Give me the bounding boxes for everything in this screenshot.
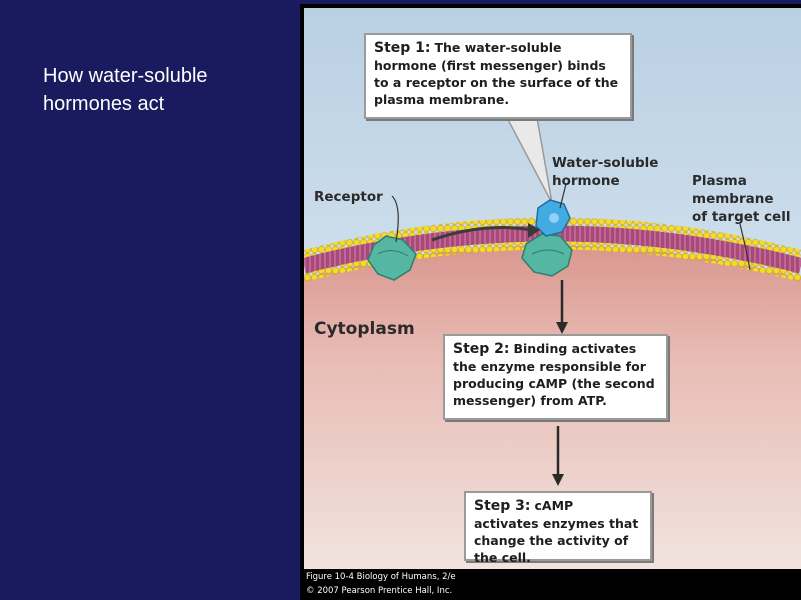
cytoplasm-label-text: Cytoplasm <box>314 319 415 339</box>
step2-label: Step 2: <box>453 341 510 357</box>
figure-caption: Figure 10-4 Biology of Humans, 2/e © 200… <box>306 570 456 598</box>
slide-title-line2: hormones act <box>43 93 165 115</box>
slide-title-line1: How water-soluble <box>43 65 208 87</box>
figure-panel: Step 1: The water-soluble hormone (first… <box>300 4 801 600</box>
caption-line2: © 2007 Pearson Prentice Hall, Inc. <box>306 586 453 596</box>
receptor-label: Receptor <box>314 188 383 206</box>
step3-text: cAMP activates enzymes that change the a… <box>474 498 639 565</box>
slide-title: How water-soluble hormones act <box>43 62 283 118</box>
hormone-label: Water-soluble hormone <box>552 154 658 190</box>
hormone-label-line2: hormone <box>552 173 620 189</box>
hormone-label-line1: Water-soluble <box>552 155 659 171</box>
membrane-leader <box>739 223 751 271</box>
step3-box: Step 3: cAMP activates enzymes that chan… <box>464 491 652 565</box>
membrane-label-line1: Plasma <box>692 173 747 189</box>
step2-text: Binding activates the enzyme responsible… <box>453 341 655 408</box>
cytoplasm-label: Cytoplasm <box>314 320 415 338</box>
caption-line1: Figure 10-4 Biology of Humans, 2/e <box>306 572 456 582</box>
step1-text: The water-soluble hormone (first messeng… <box>374 40 619 107</box>
membrane-label-line2: membrane <box>692 191 774 207</box>
arrow-to-step2-head <box>556 322 568 334</box>
step2-box: Step 2: Binding activates the enzyme res… <box>443 334 668 420</box>
receptor-label-text: Receptor <box>314 189 383 205</box>
step3-label: Step 3: <box>474 498 531 514</box>
receptor-protein <box>367 235 417 281</box>
membrane-label: Plasma membrane of target cell <box>692 172 790 226</box>
step1-label: Step 1: <box>374 40 431 56</box>
receptor-leader <box>391 195 399 243</box>
binding-arrow <box>431 226 533 242</box>
hormone-leader <box>559 183 567 209</box>
step1-box: Step 1: The water-soluble hormone (first… <box>364 33 632 119</box>
arrow-to-step3-head <box>552 474 564 486</box>
hormone-molecule <box>535 199 571 237</box>
membrane-label-line3: of target cell <box>692 209 791 225</box>
binding-arrowhead <box>528 223 540 238</box>
figure-illustration: Step 1: The water-soluble hormone (first… <box>304 8 801 569</box>
